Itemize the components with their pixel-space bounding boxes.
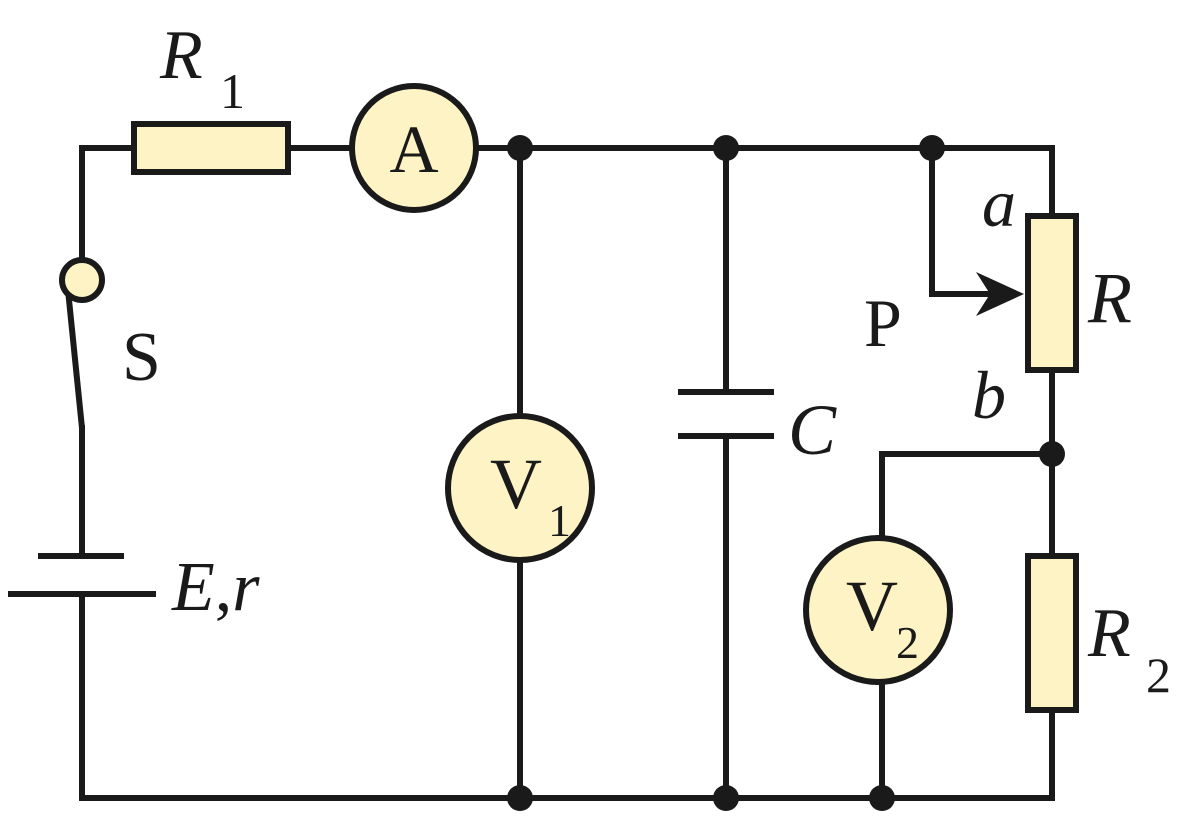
slider-arrow-icon: [976, 272, 1024, 316]
end-a-label: a: [982, 165, 1016, 241]
resistor-r1: [131, 121, 291, 175]
r1-label: R: [159, 17, 203, 94]
r1-label-sub: 1: [220, 63, 245, 119]
capacitor-label: C: [788, 390, 837, 470]
battery-label-e: E: [171, 549, 215, 626]
resistor-r2: [1025, 553, 1079, 713]
junction-r-r2: [1039, 441, 1065, 467]
v2-label: V: [846, 566, 898, 646]
wire-slider: [929, 145, 991, 297]
switch-blade: [65, 289, 85, 429]
junction-top-cap: [713, 135, 739, 161]
v2-label-sub: 2: [896, 617, 919, 668]
rheostat-label: R: [1087, 258, 1132, 338]
junction-bottom-cap: [713, 785, 739, 811]
switch-label: S: [122, 319, 161, 396]
v1-label: V: [490, 444, 542, 524]
battery-label-comma: ,: [215, 549, 233, 626]
v1-label-sub: 1: [548, 495, 571, 546]
end-b-label: b: [972, 357, 1006, 433]
junction-bottom-v1: [507, 785, 533, 811]
voltmeter-v1: [445, 413, 595, 563]
r2-label: R: [1087, 595, 1131, 672]
battery-label-r: r: [232, 549, 260, 626]
voltmeter-v2: [803, 535, 953, 685]
ammeter-label: A: [389, 111, 438, 187]
slider-label: P: [864, 285, 902, 361]
rheostat-r: [1025, 213, 1079, 373]
junction-top-v1: [507, 135, 533, 161]
wire-v2-upper: [879, 451, 1055, 541]
wire-top-main: [473, 145, 1055, 219]
junction-top-slider: [919, 135, 945, 161]
battery-label: E,r: [171, 549, 260, 626]
r2-label-sub: 2: [1146, 647, 1171, 703]
ammeter: [349, 83, 479, 213]
switch-pivot: [59, 257, 105, 303]
junction-bottom-v2: [869, 785, 895, 811]
junctions: [507, 135, 1065, 811]
